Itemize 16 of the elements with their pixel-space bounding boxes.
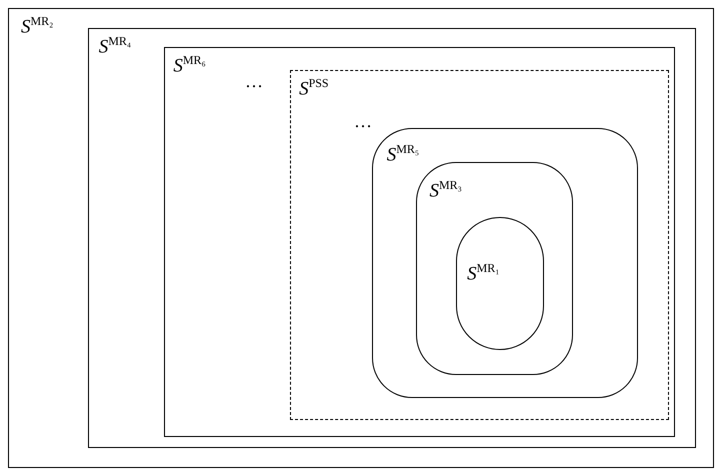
set-region <box>164 47 676 438</box>
set-region <box>88 28 696 448</box>
set-label: S$^{MR₄}$ <box>98 34 132 56</box>
ellipsis-label: … <box>245 72 263 90</box>
set-label: S$^{MR₂}$ <box>21 15 54 36</box>
set-label: S$^{PSS}$ <box>299 77 329 98</box>
rounded-region <box>416 162 574 376</box>
set-label: S$^{MR₁}$ <box>467 262 500 284</box>
set-label: S$^{MR₅}$ <box>386 142 420 164</box>
rounded-region <box>372 128 638 398</box>
dashed-region <box>290 70 670 420</box>
rounded-region <box>456 217 544 350</box>
ellipsis-label: … <box>354 112 372 130</box>
set-label: S$^{MR₆}$ <box>173 54 206 76</box>
set-label: S$^{MR₃}$ <box>429 179 462 201</box>
set-region <box>8 8 714 468</box>
